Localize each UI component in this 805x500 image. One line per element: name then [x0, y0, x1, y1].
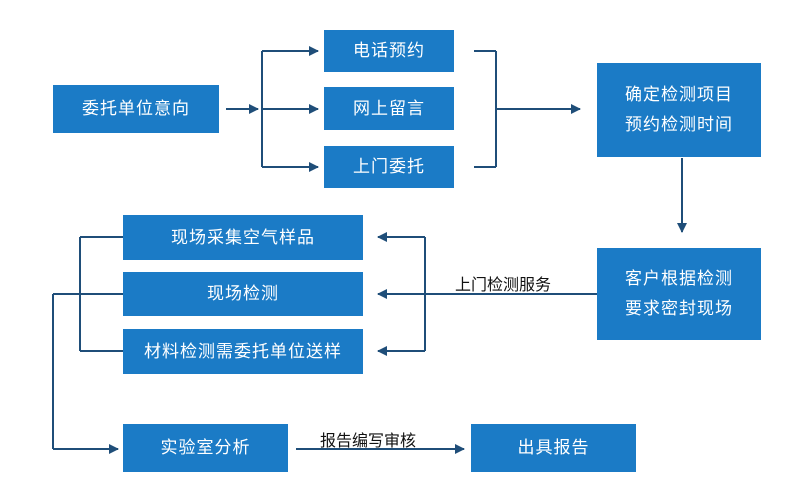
node-confirm-line2: 预约检测时间	[625, 115, 733, 135]
node-customer-seal-site: 客户根据检测 要求密封现场	[597, 248, 761, 340]
node-lab-analysis: 实验室分析	[123, 424, 288, 472]
node-onsite-entrust: 上门委托	[324, 146, 454, 188]
node-entrust-intent-label: 委托单位意向	[82, 99, 190, 119]
node-phone-booking-label: 电话预约	[353, 41, 425, 61]
node-onsite-entrust-label: 上门委托	[353, 157, 425, 177]
node-confirm-line1: 确定检测项目	[625, 85, 733, 105]
node-onsite-testing-label: 现场检测	[207, 284, 279, 304]
node-customer-line1: 客户根据检测	[625, 269, 733, 289]
node-material-testing: 材料检测需委托单位送样	[123, 329, 363, 374]
node-online-message: 网上留言	[324, 87, 454, 130]
node-phone-booking: 电话预约	[324, 30, 454, 72]
node-material-testing-label: 材料检测需委托单位送样	[144, 341, 342, 362]
node-entrust-intent: 委托单位意向	[53, 85, 219, 133]
node-confirm-test-items: 确定检测项目 预约检测时间	[597, 63, 761, 157]
node-air-sampling: 现场采集空气样品	[123, 215, 363, 260]
node-issue-report: 出具报告	[471, 424, 636, 472]
node-customer-line2: 要求密封现场	[625, 299, 733, 319]
node-lab-analysis-label: 实验室分析	[160, 438, 251, 458]
edge-label-report-writing: 报告编写审核	[320, 431, 417, 450]
node-issue-report-label: 出具报告	[517, 438, 590, 458]
node-onsite-testing: 现场检测	[123, 272, 363, 316]
node-online-message-label: 网上留言	[353, 98, 425, 119]
node-air-sampling-label: 现场采集空气样品	[171, 227, 315, 248]
edge-label-onsite-service: 上门检测服务	[455, 275, 552, 294]
